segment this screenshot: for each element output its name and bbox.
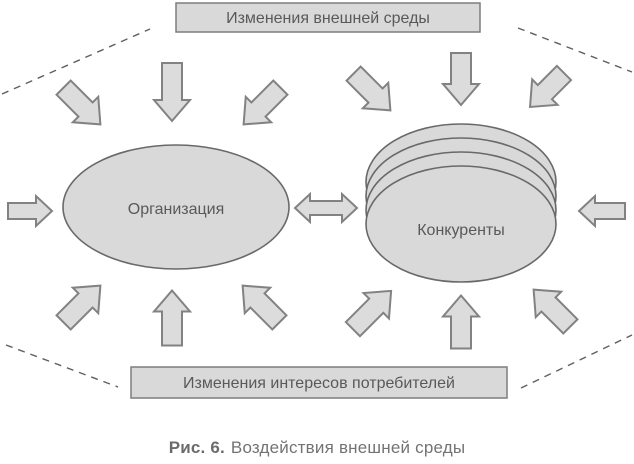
arrow-top-org-left bbox=[55, 79, 102, 126]
dashed-boundary-bottom-right bbox=[520, 334, 633, 389]
competitors-label: Конкуренты bbox=[417, 222, 505, 239]
arrow-top-comp-right bbox=[528, 64, 573, 109]
arrow-bottom-org-center bbox=[151, 288, 193, 347]
organization-ellipse bbox=[62, 144, 290, 270]
consumer-interests-label: Изменения интересов потребителей bbox=[183, 375, 455, 392]
dashed-boundary-bottom-left bbox=[5, 344, 119, 388]
arrows-layer bbox=[7, 52, 626, 350]
consumer-interests-box bbox=[130, 366, 508, 399]
external-environment-box bbox=[175, 2, 481, 33]
external-environment-label: Изменения внешней среды bbox=[226, 10, 430, 27]
dashed-boundary-top-right bbox=[517, 27, 633, 73]
arrow-top-org-right bbox=[242, 79, 289, 126]
arrow-right-side bbox=[577, 193, 626, 229]
organization-label: Организация bbox=[128, 201, 225, 218]
arrow-bottom-comp-right bbox=[532, 288, 579, 335]
arrow-org-comp-double bbox=[293, 191, 359, 225]
arrow-top-comp-left bbox=[345, 65, 392, 112]
figure-caption-number: Рис. 6. bbox=[168, 438, 225, 457]
competitors-stack: Конкуренты bbox=[365, 123, 557, 283]
arrow-left-side bbox=[7, 193, 54, 229]
figure-caption-text: Воздействия внешней среды bbox=[230, 438, 466, 457]
dashed-boundary-top-left bbox=[1, 28, 151, 95]
diagram-svg: Изменения внешней среды Изменения интере… bbox=[1, 2, 633, 399]
arrow-bottom-org-right bbox=[241, 284, 288, 331]
arrow-top-comp-center bbox=[440, 52, 482, 107]
arrow-bottom-org-left bbox=[55, 284, 102, 331]
arrow-bottom-comp-left bbox=[344, 289, 393, 338]
arrow-top-org-center bbox=[151, 62, 193, 123]
figure-caption: Рис. 6. Воздействия внешней среды bbox=[0, 438, 634, 458]
competitors-ellipse-front bbox=[365, 165, 557, 283]
arrow-bottom-comp-center bbox=[440, 293, 482, 350]
